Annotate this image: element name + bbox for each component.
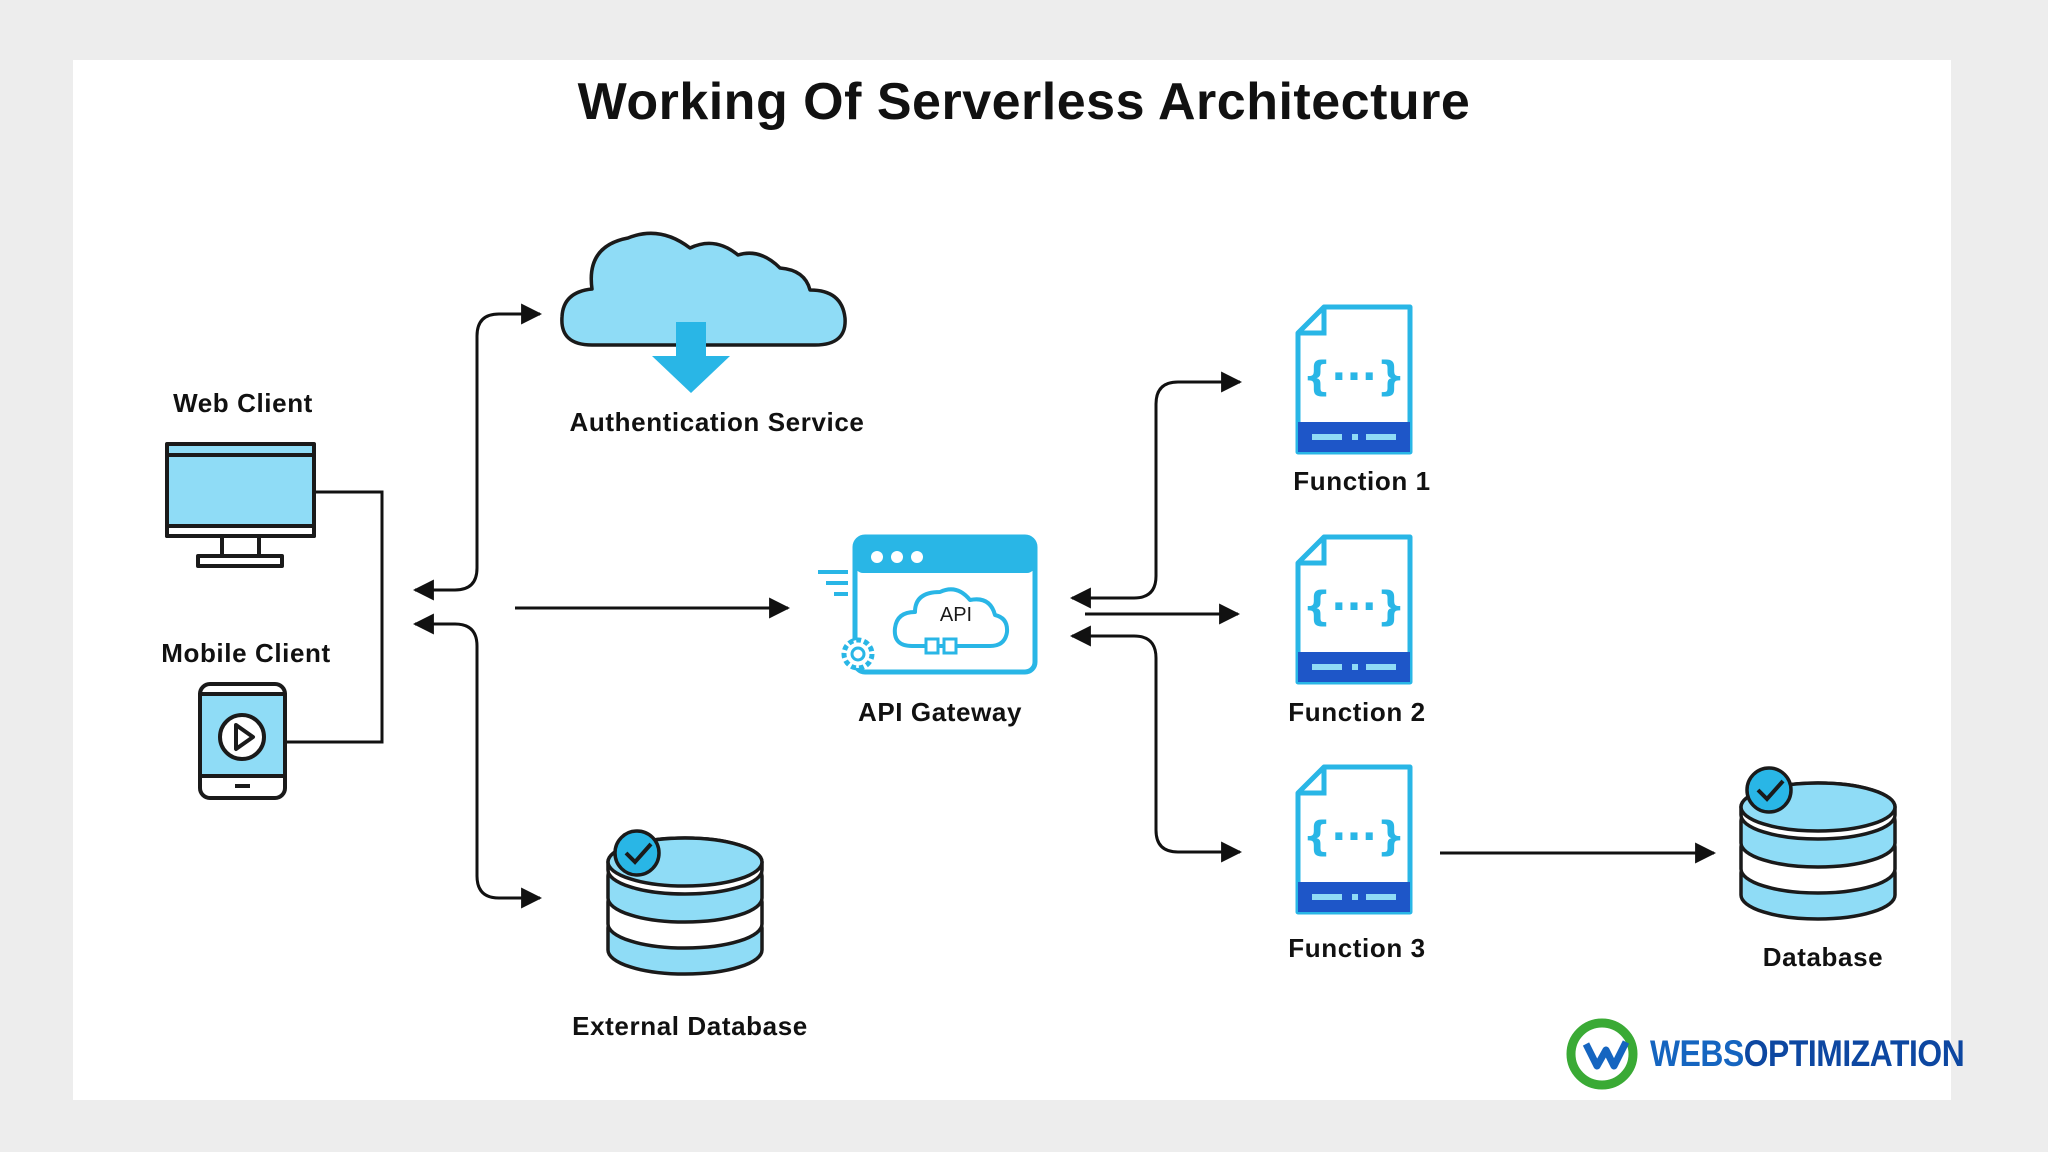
function2-label: Function 2 bbox=[1288, 697, 1426, 727]
function1-glyph: {···} bbox=[1303, 354, 1406, 400]
cloud-download-icon bbox=[560, 231, 847, 393]
api-gateway-label: API Gateway bbox=[857, 697, 1023, 727]
function2-glyph: {···} bbox=[1303, 584, 1406, 630]
function1-label: Function 1 bbox=[1293, 466, 1431, 496]
function2-icon: {···} bbox=[1295, 534, 1413, 685]
auth-branch-arrow bbox=[412, 303, 543, 601]
database-icon bbox=[1739, 766, 1897, 921]
external-database-label: External Database bbox=[572, 1011, 808, 1041]
function3-branch-arrow bbox=[1069, 625, 1243, 863]
external-db-branch-arrow bbox=[412, 613, 543, 909]
function3-glyph: {···} bbox=[1303, 814, 1406, 860]
logo-text-optimization: OPTIMIZATION bbox=[1743, 1033, 1965, 1074]
websoptimization-logo-text: WEBSOPTIMIZATION bbox=[1650, 1033, 1965, 1075]
api-badge-text: API bbox=[940, 604, 972, 626]
monitor-icon bbox=[165, 442, 316, 568]
function1-branch-arrow bbox=[1069, 371, 1243, 609]
client-connector bbox=[287, 490, 384, 744]
function3-icon: {···} bbox=[1295, 764, 1413, 915]
database-label: Database bbox=[1762, 942, 1884, 972]
function1-icon: {···} bbox=[1295, 304, 1413, 455]
api-gateway-icon: API bbox=[818, 534, 1038, 675]
websoptimization-logo-icon bbox=[1566, 1018, 1638, 1090]
external-database-icon bbox=[606, 829, 764, 976]
mobile-client-label: Mobile Client bbox=[161, 638, 331, 668]
authentication-service-label: Authentication Service bbox=[569, 407, 865, 437]
web-client-label: Web Client bbox=[173, 388, 313, 418]
mobile-phone-icon bbox=[198, 682, 287, 800]
function3-label: Function 3 bbox=[1288, 933, 1426, 963]
diagram-title: Working Of Serverless Architecture bbox=[577, 73, 1471, 131]
logo-text-webs: WEBS bbox=[1650, 1033, 1744, 1074]
